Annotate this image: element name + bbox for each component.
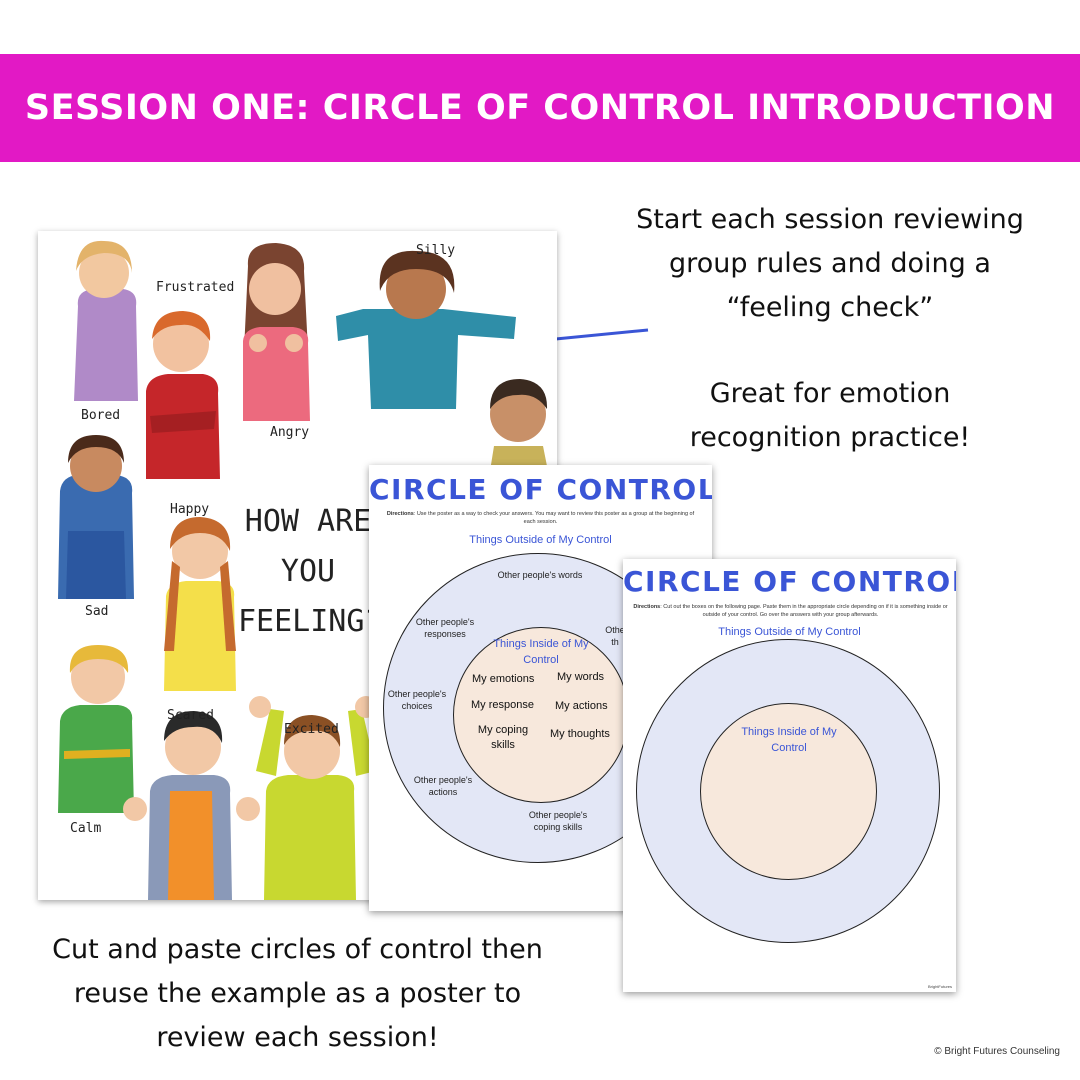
inside-item: My actions bbox=[555, 700, 608, 712]
outside-item: Other people's words bbox=[497, 570, 583, 580]
angry-figure bbox=[243, 243, 310, 421]
inside-item: My emotions bbox=[472, 673, 535, 685]
happy-figure bbox=[164, 517, 236, 691]
page-title: SESSION ONE: CIRCLE OF CONTROL INTRODUCT… bbox=[24, 88, 1056, 128]
label-happy: Happy bbox=[170, 502, 210, 517]
bored-figure bbox=[74, 240, 138, 401]
outside-control-label: Things Outside of My Control bbox=[718, 626, 861, 638]
sad-figure bbox=[58, 435, 134, 599]
inside-control-label: Things Inside of My Control bbox=[493, 638, 589, 666]
outside-item: Other people's choices bbox=[387, 689, 447, 711]
note-feeling-check: Start each session reviewing group rules… bbox=[636, 204, 1024, 323]
inner-circle bbox=[700, 703, 877, 880]
label-calm: Calm bbox=[70, 821, 102, 836]
inside-item: My response bbox=[471, 699, 534, 711]
label-bored: Bored bbox=[81, 408, 121, 423]
label-silly: Silly bbox=[416, 243, 456, 258]
copyright-text: © Bright Futures Counseling bbox=[934, 1046, 1060, 1057]
inside-item: My coping skills bbox=[477, 724, 529, 751]
outside-item-partial: Othe th bbox=[605, 625, 625, 647]
inside-item: My thoughts bbox=[550, 728, 610, 740]
header-banner: SESSION ONE: CIRCLE OF CONTROL INTRODUCT… bbox=[0, 54, 1080, 162]
outside-control-label: Things Outside of My Control bbox=[469, 534, 612, 546]
inner-circle bbox=[453, 627, 629, 803]
outside-item: Other people's coping skills bbox=[528, 810, 588, 832]
sheet-title: CIRCLE OF CONTROL bbox=[369, 473, 712, 506]
poster-title: HOW ARE YOU FEELING? bbox=[238, 504, 383, 639]
partial-figure bbox=[490, 379, 548, 471]
sheet-directions: Directions: Use the poster as a way to c… bbox=[386, 511, 695, 525]
blank-circle-sheet: CIRCLE OF CONTROL Directions: Cut out th… bbox=[623, 559, 956, 992]
label-sad: Sad bbox=[85, 604, 109, 619]
calm-figure bbox=[58, 645, 134, 813]
inside-item: My words bbox=[557, 671, 605, 683]
frustrated-figure bbox=[146, 311, 220, 479]
label-scared: Scared bbox=[167, 708, 214, 723]
label-excited: Excited bbox=[284, 722, 339, 737]
outside-item: Other people's actions bbox=[413, 775, 473, 797]
scared-figure bbox=[123, 711, 260, 900]
inside-control-label: Things Inside of My Control bbox=[741, 726, 837, 754]
note-emotion-practice: Great for emotion recognition practice! bbox=[689, 378, 971, 453]
note-cut-and-paste: Cut and paste circles of control then re… bbox=[52, 934, 543, 1053]
sheet-title: CIRCLE OF CONTROL bbox=[623, 565, 956, 598]
label-frustrated: Frustrated bbox=[156, 280, 235, 295]
label-angry: Angry bbox=[270, 425, 310, 440]
silly-figure bbox=[336, 250, 516, 409]
brand-logo: BrightFutures bbox=[927, 984, 952, 989]
sheet-directions: Directions: Cut out the boxes on the fol… bbox=[633, 604, 948, 618]
outside-item: Other people's responses bbox=[415, 617, 475, 639]
